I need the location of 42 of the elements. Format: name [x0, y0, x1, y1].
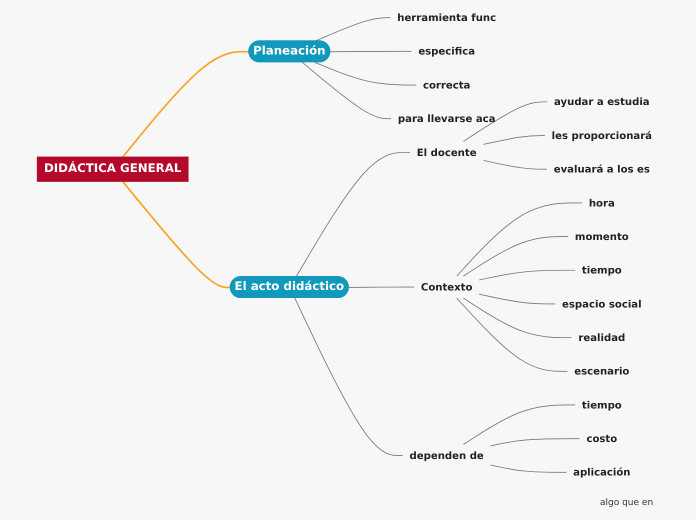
node-text: especifica	[418, 45, 476, 58]
node-text: hora	[588, 197, 615, 209]
node-text: dependen de	[410, 450, 484, 462]
connector	[482, 135, 546, 145]
connector	[478, 294, 556, 304]
node-text: tiempo	[582, 399, 622, 411]
node-text: realidad	[578, 332, 626, 344]
connector	[122, 50, 250, 158]
node-text: herramienta func	[397, 12, 496, 24]
connector	[462, 404, 576, 445]
node-text: escenario	[574, 365, 630, 378]
node-text: aplicación	[573, 466, 631, 478]
connector	[490, 464, 567, 473]
node-text: espacio social	[562, 298, 642, 310]
node-text: correcta	[422, 79, 470, 91]
node-box: DIDÁCTICA GENERAL	[36, 156, 189, 182]
node-text: para llevarse aca	[398, 112, 496, 125]
connector	[462, 298, 572, 338]
node-text: costo	[586, 432, 618, 445]
node-text: El docente	[416, 146, 477, 158]
node-text: momento	[574, 230, 629, 242]
connector	[478, 270, 576, 280]
connector	[294, 298, 404, 456]
connector	[490, 438, 580, 446]
node-text: evaluará a los es	[554, 163, 650, 176]
note-text: algo que en	[600, 498, 654, 508]
connector	[482, 160, 548, 170]
connector	[456, 298, 568, 372]
node-text: ayudar a estudia	[554, 96, 650, 108]
connector	[462, 101, 548, 142]
connector	[122, 180, 231, 288]
node-text: tiempo	[582, 264, 622, 276]
connector	[348, 286, 415, 288]
connector	[314, 62, 417, 86]
connector	[462, 236, 569, 277]
connector	[330, 50, 412, 52]
connector	[296, 152, 410, 278]
connector	[456, 202, 583, 277]
node-text: Contexto	[420, 281, 472, 293]
connector	[314, 17, 391, 42]
connector	[302, 62, 392, 120]
node-text: les proporcionará	[552, 130, 652, 142]
